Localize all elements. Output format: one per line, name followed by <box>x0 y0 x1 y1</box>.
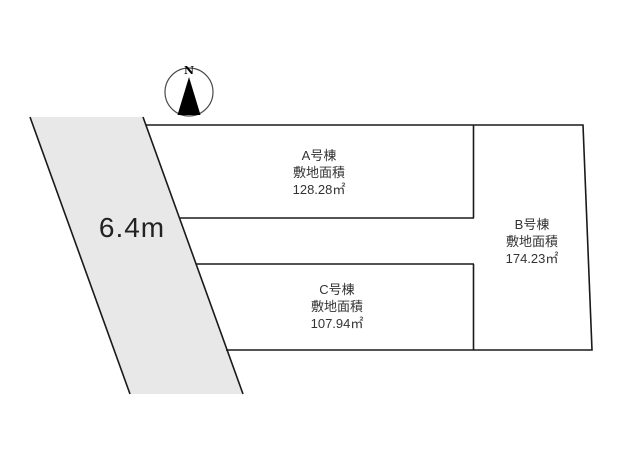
plot-c-area-value: 107.94㎡ <box>310 316 364 331</box>
road-width-label: 6.4m <box>98 212 166 243</box>
road-left-edge <box>29 116 131 395</box>
plot-c-label: C号棟 敷地面積 107.94㎡ <box>262 281 412 332</box>
plot-c-name: C号棟 <box>319 282 355 297</box>
compass-icon <box>164 67 214 117</box>
plot-b-name: B号棟 <box>514 217 550 232</box>
parcel-outline <box>146 124 593 351</box>
plot-c-area-label: 敷地面積 <box>310 299 363 314</box>
road-right-edge <box>142 116 244 395</box>
compass-needle-icon <box>177 77 201 115</box>
plot-b-label: B号棟 敷地面積 174.23㎡ <box>472 216 592 267</box>
plot-a-name: A号棟 <box>301 148 337 163</box>
plot-b-area-value: 174.23㎡ <box>505 251 559 266</box>
plot-a-area-label: 敷地面積 <box>292 165 345 180</box>
plot-b-area-label: 敷地面積 <box>505 234 558 249</box>
plot-a-label: A号棟 敷地面積 128.28㎡ <box>244 147 394 198</box>
plot-a-area-value: 128.28㎡ <box>292 182 346 197</box>
compass-north-label: N <box>183 64 195 77</box>
road-strip <box>30 117 243 394</box>
